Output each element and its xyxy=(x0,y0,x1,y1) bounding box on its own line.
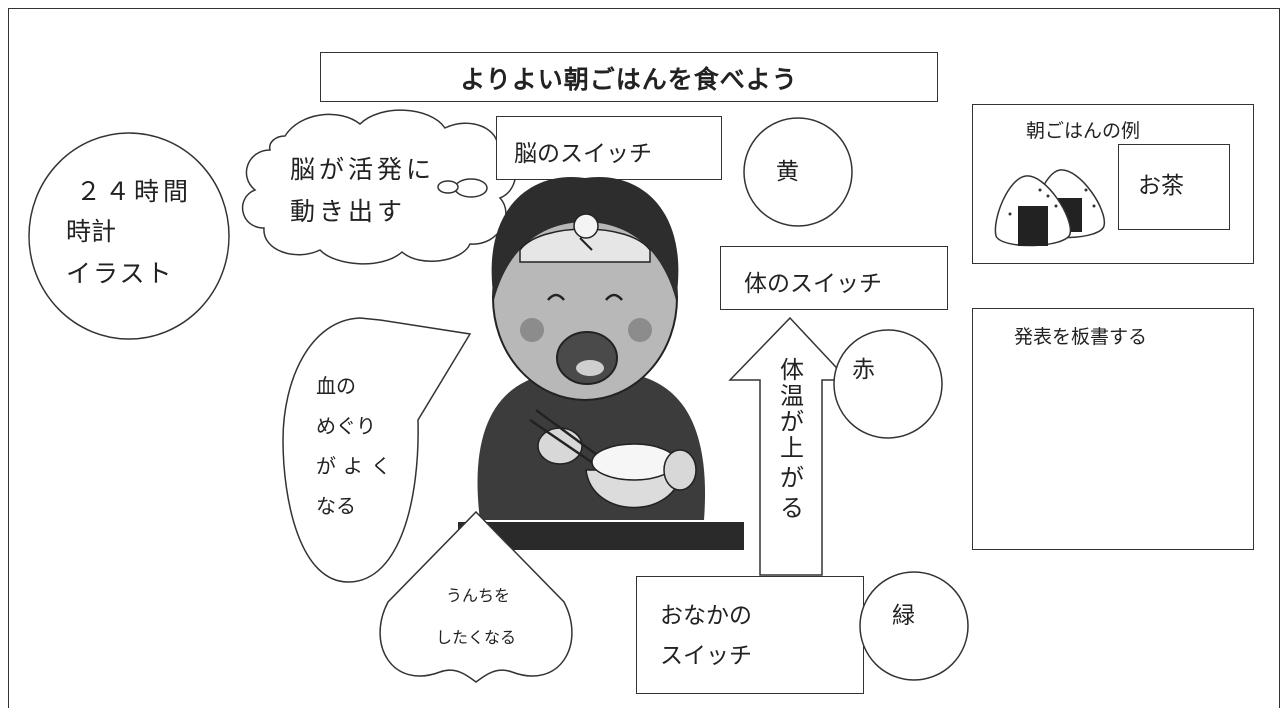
thought-line-2: 動き出す xyxy=(290,197,407,226)
green-label: 緑 xyxy=(892,603,915,629)
page-title: よりよい朝ごはんを食べよう xyxy=(460,65,798,94)
body-temp-char-4: 上 xyxy=(780,434,804,462)
red-label: 赤 xyxy=(852,357,875,383)
body-temp-char-5: が xyxy=(780,464,804,492)
body-temp-char-6: る xyxy=(780,494,804,522)
title-box xyxy=(320,52,938,102)
body-switch-label: 体のスイッチ xyxy=(744,271,882,297)
clock-note-line-1: ２４時間 xyxy=(76,177,193,206)
body-temp-char-1: 体 xyxy=(780,356,804,384)
thought-line-1: 脳が活発に xyxy=(290,155,436,184)
body-temp-char-2: 温 xyxy=(780,382,804,410)
body-temp-char-3: が xyxy=(780,408,804,436)
tea-box xyxy=(1118,144,1230,230)
stomach-switch-line-2: スイッチ xyxy=(660,643,752,669)
clock-note-line-3: イラスト xyxy=(66,259,174,288)
yellow-label: 黄 xyxy=(776,159,799,185)
blood-line-1: 血の xyxy=(316,374,356,398)
presentation-box xyxy=(972,308,1254,550)
blood-line-3: がよく xyxy=(316,454,399,478)
brain-switch-label: 脳のスイッチ xyxy=(514,141,652,167)
worksheet-frame xyxy=(8,8,1280,708)
stomach-switch-line-1: おなかの xyxy=(660,603,752,629)
clock-note-line-2: 時計 xyxy=(66,217,117,246)
breakfast-example-title: 朝ごはんの例 xyxy=(1026,120,1141,142)
presentation-label: 発表を板書する xyxy=(1014,326,1148,348)
blood-line-2: めぐり xyxy=(316,414,376,438)
poop-line-2: したくなる xyxy=(436,628,517,647)
blood-line-4: なる xyxy=(316,494,356,518)
poop-line-1: うんちを xyxy=(446,586,511,605)
body-switch-box xyxy=(720,246,948,310)
tea-label: お茶 xyxy=(1138,173,1184,199)
